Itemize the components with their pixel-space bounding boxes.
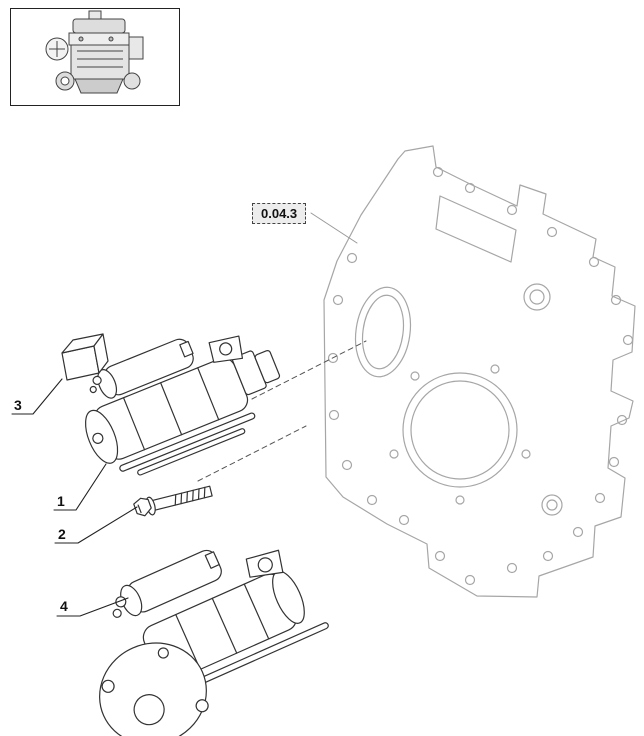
callout-3[interactable]: 3: [14, 397, 22, 413]
section-ref-leader: [310, 212, 358, 244]
callout-leader-lines: [11, 378, 138, 617]
engine-thumbnail-box[interactable]: [10, 8, 180, 106]
starter-motor-1-drawing: [84, 335, 281, 476]
section-ref-label: 0.04.3: [261, 206, 298, 221]
callout-1[interactable]: 1: [57, 493, 65, 509]
starter-motor-4-drawing: [99, 549, 329, 736]
engine-thumbnail-drawing: [45, 10, 144, 94]
callout-2[interactable]: 2: [58, 526, 66, 542]
section-ref-link[interactable]: 0.04.3: [252, 203, 307, 224]
flywheel-housing-drawing: [323, 145, 636, 598]
bolt-2-drawing: [133, 485, 213, 517]
callout-4[interactable]: 4: [60, 598, 68, 614]
assembly-alignment-lines: [197, 340, 367, 482]
cover-3-drawing: [61, 333, 109, 381]
